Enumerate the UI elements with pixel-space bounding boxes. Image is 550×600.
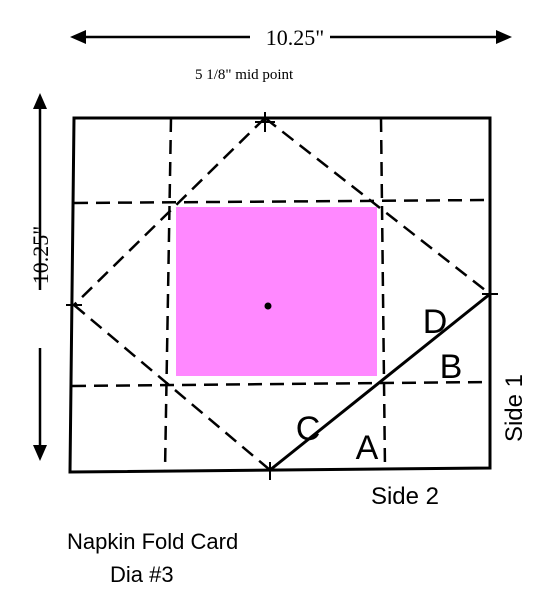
solid-fold-line	[269, 292, 491, 472]
center-square	[176, 207, 377, 376]
tick-marks	[66, 112, 498, 480]
label-c: C	[296, 410, 321, 448]
height-dimension-arrow	[33, 93, 47, 461]
label-a: A	[356, 429, 379, 467]
center-point	[264, 302, 272, 310]
caption-title: Napkin Fold Card	[67, 529, 239, 554]
width-label: 10.25"	[266, 25, 324, 50]
label-b: B	[440, 348, 463, 386]
side1-label: Side 1	[501, 374, 528, 442]
label-d: D	[423, 303, 448, 341]
card-outline	[68, 116, 492, 474]
midpoint-label: 5 1/8" mid point	[195, 67, 294, 83]
side2-label: Side 2	[371, 483, 439, 510]
fold-lines	[71, 117, 491, 472]
height-label: 10.25"	[28, 226, 53, 284]
caption-subtitle: Dia #3	[110, 562, 174, 587]
